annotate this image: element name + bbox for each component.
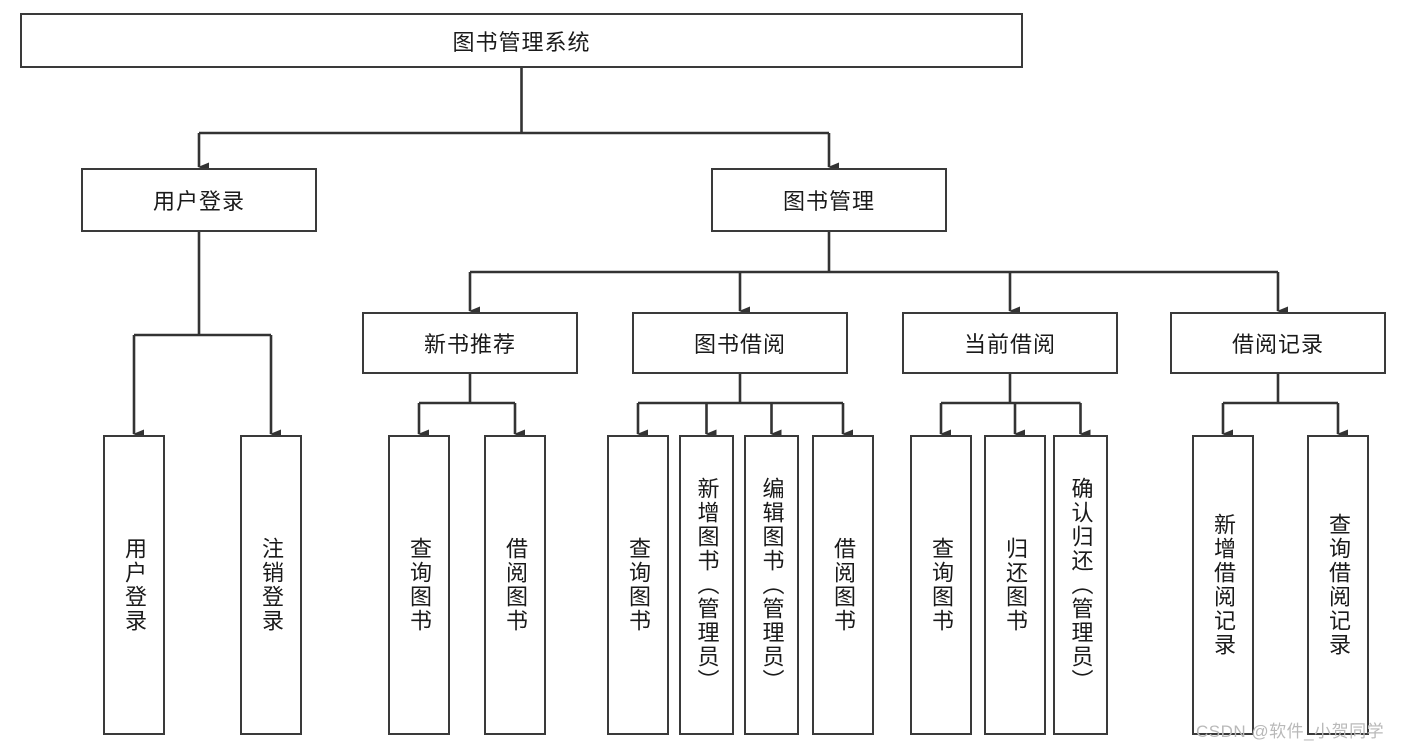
node-leaf-edit-book[interactable]: 编辑图书（管理员）: [744, 435, 799, 735]
node-leaf-query-book-3[interactable]: 查询图书: [910, 435, 972, 735]
node-label: 归还图书: [1002, 537, 1028, 633]
node-label: 当前借阅: [963, 332, 1056, 357]
node-leaf-add-book[interactable]: 新增图书（管理员）: [679, 435, 734, 735]
node-label: 用户登录: [121, 537, 147, 633]
node-root[interactable]: 图书管理系统: [20, 13, 1023, 68]
node-leaf-query-record[interactable]: 查询借阅记录: [1307, 435, 1369, 735]
node-leaf-query-book-1[interactable]: 查询图书: [388, 435, 450, 735]
node-leaf-confirm-return[interactable]: 确认归还（管理员）: [1053, 435, 1108, 735]
node-user-login[interactable]: 用户登录: [81, 168, 317, 232]
node-book-manage[interactable]: 图书管理: [711, 168, 947, 232]
node-label: 图书管理系统: [452, 29, 591, 55]
node-leaf-add-record[interactable]: 新增借阅记录: [1192, 435, 1254, 735]
node-label: 用户登录: [152, 189, 245, 214]
node-label: 图书管理: [782, 189, 875, 214]
node-leaf-user-logout[interactable]: 注销登录: [240, 435, 302, 735]
node-label: 新书推荐: [423, 332, 516, 357]
node-leaf-borrow-book-1[interactable]: 借阅图书: [484, 435, 546, 735]
node-label: 编辑图书（管理员）: [759, 477, 785, 693]
node-leaf-user-login[interactable]: 用户登录: [103, 435, 165, 735]
node-label: 注销登录: [258, 537, 284, 633]
node-label: 新增图书（管理员）: [694, 477, 720, 693]
node-label: 新增借阅记录: [1210, 513, 1236, 657]
node-borrow-record[interactable]: 借阅记录: [1170, 312, 1386, 374]
node-label: 借阅图书: [502, 537, 528, 633]
node-label: 借阅记录: [1231, 332, 1324, 357]
node-label: 查询借阅记录: [1325, 513, 1351, 657]
node-leaf-query-book-2[interactable]: 查询图书: [607, 435, 669, 735]
node-current-borrow[interactable]: 当前借阅: [902, 312, 1118, 374]
node-label: 图书借阅: [693, 332, 786, 357]
node-label: 借阅图书: [830, 537, 856, 633]
node-label: 查询图书: [625, 537, 651, 633]
node-leaf-return-book[interactable]: 归还图书: [984, 435, 1046, 735]
node-label: 确认归还（管理员）: [1068, 477, 1094, 693]
node-new-book-recommend[interactable]: 新书推荐: [362, 312, 578, 374]
watermark-csdn: CSDN @软件_小贺同学: [1196, 722, 1385, 741]
node-label: 查询图书: [406, 537, 432, 633]
node-label: 查询图书: [928, 537, 954, 633]
node-book-borrow[interactable]: 图书借阅: [632, 312, 848, 374]
node-leaf-borrow-book-2[interactable]: 借阅图书: [812, 435, 874, 735]
